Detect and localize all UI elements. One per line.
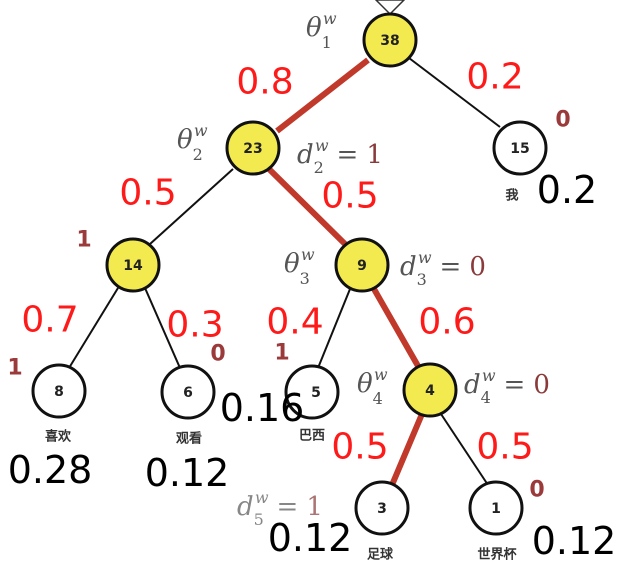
svg-text:5: 5 — [311, 385, 321, 401]
leaf-prob-xihuan: 0.28 — [8, 448, 93, 492]
word-guankan: 观看 — [176, 431, 202, 447]
code-bit-n5: 1 — [274, 341, 289, 366]
node-1: 1 — [468, 480, 524, 536]
node-6: 6 — [160, 364, 216, 420]
edge-prob-n14-n6: 0.3 — [166, 305, 223, 346]
leaf-prob-shijiebei: 0.12 — [532, 519, 617, 563]
node-14: 14 — [105, 237, 161, 293]
code-bit-n14: 1 — [76, 228, 91, 253]
svg-text:14: 14 — [123, 258, 143, 274]
word-wo: 我 — [505, 188, 518, 204]
edge-prob-n14-n8: 0.7 — [21, 300, 78, 341]
word-zuqiu: 足球 — [367, 547, 394, 563]
edge-root-n15 — [408, 57, 501, 128]
edge-prob-n4-n1: 0.5 — [476, 427, 533, 468]
edge-prob-n9-n5: 0.4 — [266, 302, 323, 343]
node-15: 15 — [492, 120, 548, 176]
word-xihuan: 喜欢 — [45, 429, 72, 445]
svg-text:38: 38 — [380, 33, 399, 49]
leaf-prob-baxi: 0.16 — [220, 386, 305, 430]
svg-text:8: 8 — [54, 384, 64, 400]
code-bit-n1: 0 — [529, 478, 544, 503]
node-3: 3 — [354, 480, 410, 536]
edge-prob-n23-n9: 0.5 — [321, 176, 378, 217]
edge-n14-n6 — [144, 287, 181, 369]
theta-4-label: θ4w — [357, 365, 388, 408]
leaf-prob-guankan: 0.12 — [145, 451, 230, 495]
code-bit-n6: 0 — [210, 342, 225, 367]
theta-1-label: θ1w — [306, 9, 337, 52]
root-arrow-icon — [374, 0, 406, 16]
d-3-label: d3w=0 — [400, 248, 486, 289]
leaf-prob-zuqiu: 0.12 — [268, 516, 353, 560]
edge-prob-root-n23: 0.8 — [236, 62, 293, 103]
edge-n9-n4 — [371, 287, 421, 368]
edge-n14-n8 — [68, 287, 119, 369]
node-8: 8 — [31, 363, 87, 419]
edge-prob-n4-n3: 0.5 — [331, 427, 388, 468]
edge-n23-n9 — [266, 166, 348, 247]
svg-text:23: 23 — [243, 141, 262, 157]
edge-n23-n14 — [149, 168, 234, 245]
svg-text:1: 1 — [491, 501, 501, 517]
svg-text:9: 9 — [357, 258, 367, 274]
word-baxi: 巴西 — [299, 429, 325, 444]
edge-n9-n5 — [317, 288, 351, 369]
edge-prob-root-n15: 0.2 — [466, 57, 523, 98]
svg-text:6: 6 — [183, 385, 193, 401]
node-4: 4 — [402, 362, 458, 418]
edge-prob-n23-n14: 0.5 — [119, 173, 176, 214]
word-shijiebei: 世界杯 — [477, 547, 517, 563]
svg-text:15: 15 — [510, 141, 529, 157]
node-5: 5 — [284, 364, 340, 420]
node-9: 9 — [334, 237, 390, 293]
leaf-prob-wo: 0.2 — [537, 168, 597, 212]
node-23: 23 — [225, 120, 281, 176]
d-2-label: d2w=1 — [297, 136, 383, 177]
d-4-label: d4w=0 — [464, 366, 550, 407]
edge-prob-n9-n4: 0.6 — [418, 302, 475, 343]
node-root: 38 — [362, 12, 418, 68]
code-bit-n15: 0 — [555, 108, 570, 133]
edge-n4-n1 — [440, 413, 489, 486]
edge-n4-n3 — [389, 412, 425, 487]
svg-text:3: 3 — [377, 501, 387, 517]
code-bit-n8: 1 — [7, 356, 22, 381]
d-5-label: d5w=1 — [237, 488, 323, 529]
theta-3-label: θ3w — [284, 245, 315, 288]
svg-text:4: 4 — [425, 383, 435, 399]
edge-root-n23 — [275, 57, 370, 134]
theta-2-label: θ2w — [177, 121, 208, 164]
